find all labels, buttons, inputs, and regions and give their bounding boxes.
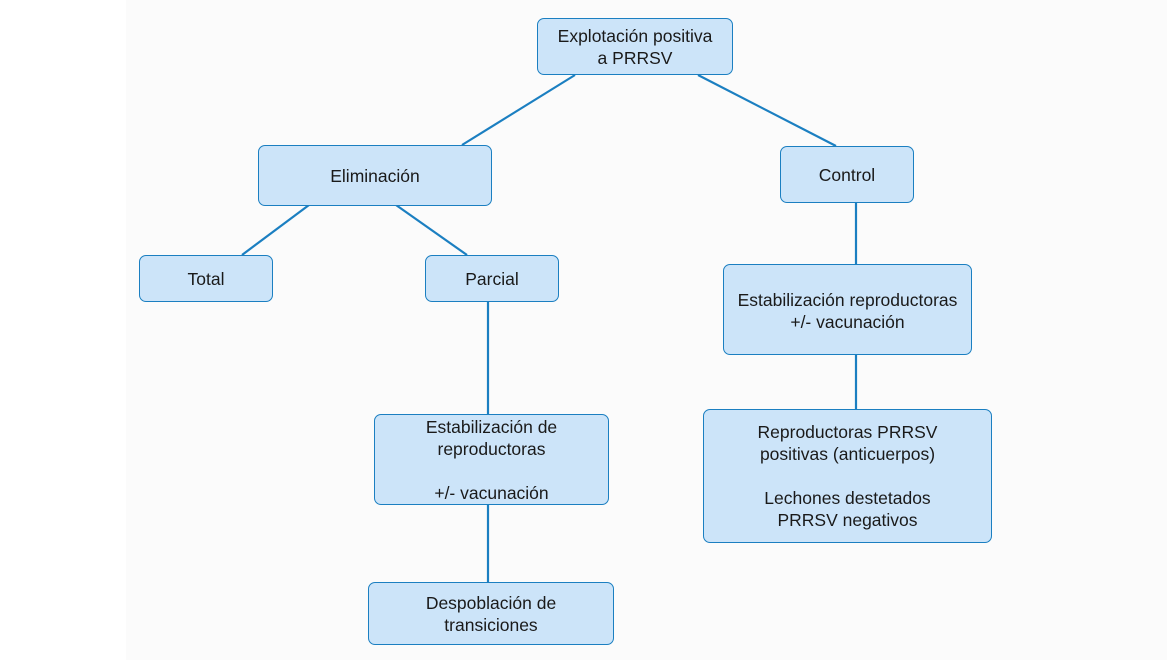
node-control-stabilization: Estabilización reproductoras +/- vacunac… bbox=[723, 264, 972, 355]
node-elimination-label: Eliminación bbox=[330, 165, 420, 186]
node-control-outcome-line-2: positivas (anticuerpos) bbox=[759, 444, 936, 464]
node-partial-stabilization-line-1: Estabilización de bbox=[425, 416, 558, 437]
node-control-outcome-line-4: PRRSV negativos bbox=[777, 510, 918, 530]
node-total-label: Total bbox=[187, 268, 225, 289]
node-control: Control bbox=[780, 146, 914, 203]
node-partial-stabilization-line-3: +/- vacunación bbox=[434, 482, 549, 503]
diagram-background bbox=[126, 0, 1167, 660]
node-control-stabilization-line-1: Estabilización reproductoras bbox=[737, 290, 958, 310]
node-control-label: Control bbox=[818, 164, 876, 185]
node-depopulation-line-1: Despoblación de bbox=[425, 592, 557, 613]
node-partial-stabilization: Estabilización de reproductoras +/- vacu… bbox=[374, 414, 609, 505]
node-control-outcome: Reproductoras PRRSV positivas (anticuerp… bbox=[703, 409, 992, 543]
node-elimination: Eliminación bbox=[258, 145, 492, 206]
node-partial: Parcial bbox=[425, 255, 559, 302]
connector-root-control bbox=[697, 74, 837, 147]
node-prrsv-positive-farm: Explotación positiva a PRRSV bbox=[537, 18, 733, 75]
node-total: Total bbox=[139, 255, 273, 302]
node-control-outcome-line-1: Reproductoras PRRSV bbox=[757, 422, 938, 442]
node-control-outcome-line-3: Lechones destetados bbox=[764, 488, 931, 508]
connector-root-elimination bbox=[461, 74, 576, 146]
node-depopulation: Despoblación de transiciones bbox=[368, 582, 614, 645]
node-depopulation-line-2: transiciones bbox=[444, 614, 538, 635]
node-partial-label: Parcial bbox=[465, 268, 519, 289]
node-prrsv-positive-farm-line-1: Explotación positiva bbox=[557, 25, 713, 46]
connector-elimination-total bbox=[241, 204, 310, 256]
node-control-stabilization-line-2: +/- vacunación bbox=[790, 312, 905, 332]
node-prrsv-positive-farm-line-2: a PRRSV bbox=[597, 47, 673, 68]
node-partial-stabilization-line-2: reproductoras bbox=[437, 438, 546, 459]
connector-elimination-partial bbox=[395, 204, 468, 256]
